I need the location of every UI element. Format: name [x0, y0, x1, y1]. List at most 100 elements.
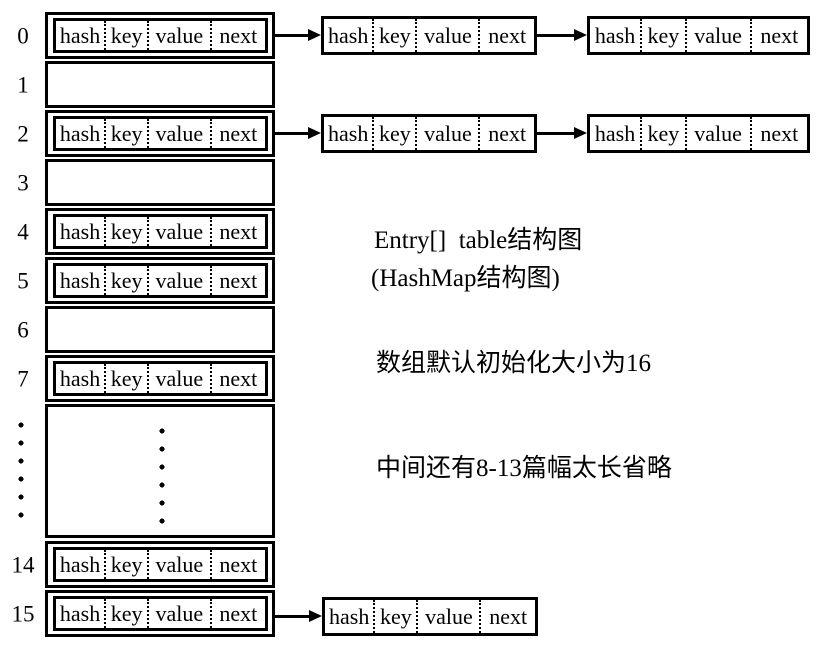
entry-field-label: key	[106, 217, 149, 246]
entry-field-label: key	[374, 117, 418, 150]
entry-field-label: hash	[56, 599, 107, 628]
entry-field-label: next	[219, 267, 258, 293]
array-row-ellipsis	[0, 404, 819, 538]
entry-field-label: key	[374, 19, 418, 52]
entry-field-label: next	[219, 218, 258, 244]
array-index-label: 3	[17, 170, 29, 195]
entry-field-label: next	[219, 22, 258, 48]
entry-field-label: next	[489, 603, 528, 629]
entry-field-label: value	[417, 117, 481, 150]
next-pointer-arrow	[537, 29, 587, 41]
entry-field-label: next	[760, 120, 799, 146]
entry-field-label: hash	[56, 550, 107, 579]
diagram-subtitle: (HashMap结构图)	[371, 265, 560, 292]
diagram-title: Entry[] table结构图	[374, 227, 583, 254]
entry-field-label: hash	[590, 19, 643, 52]
entry-field-label: value	[417, 19, 481, 52]
entry-field-label: next	[219, 120, 258, 146]
entry-field-label: value	[149, 217, 212, 246]
entry-field-label: value	[687, 19, 752, 52]
entry-field-label: value	[149, 21, 212, 50]
array-index-label: 4	[17, 219, 29, 244]
entry-field-label: hash	[56, 266, 107, 295]
entry-field-label: hash	[56, 364, 107, 393]
next-pointer-arrow	[273, 610, 322, 622]
array-index-label: 2	[17, 121, 29, 146]
entry-field-label: hash	[56, 21, 107, 50]
entry-field-label: key	[375, 600, 419, 633]
array-index-label: 7	[17, 366, 29, 391]
next-pointer-arrow	[537, 127, 587, 139]
entry-field-label: hash	[324, 117, 375, 150]
array-index-label: 0	[17, 23, 29, 48]
entry-field-label: next	[760, 22, 799, 48]
entry-field-label: value	[149, 119, 212, 148]
entry-field-label: key	[106, 599, 149, 628]
array-cell-empty	[45, 61, 275, 108]
entry-field-label: next	[219, 365, 258, 391]
entry-field-label: value	[687, 117, 752, 150]
entry-field-label: hash	[325, 600, 376, 633]
array-cell-empty	[45, 159, 275, 206]
entry-field-label: key	[106, 550, 149, 579]
ellipsis-dots-cell	[157, 422, 167, 530]
entry-field-label: hash	[324, 19, 375, 52]
note-omitted-rows: 中间还有8-13篇幅太长省略	[376, 455, 672, 482]
entry-field-label: next	[219, 551, 258, 577]
entry-field-label: key	[106, 266, 149, 295]
entry-field-label: hash	[56, 217, 107, 246]
note-default-size: 数组默认初始化大小为16	[376, 350, 652, 377]
array-index-label: 5	[17, 268, 29, 293]
array-index-label: 6	[17, 317, 29, 342]
entry-field-label: next	[488, 22, 527, 48]
next-pointer-arrow	[273, 127, 321, 139]
ellipsis-dots-index	[16, 416, 26, 524]
entry-field-label: key	[106, 119, 149, 148]
entry-field-label: value	[149, 599, 212, 628]
entry-field-label: value	[149, 550, 212, 579]
array-index-label: 15	[11, 601, 35, 626]
entry-field-label: key	[642, 19, 687, 52]
entry-field-label: value	[149, 266, 212, 295]
next-pointer-arrow	[273, 29, 321, 41]
array-index-label: 14	[11, 552, 35, 577]
entry-field-label: value	[418, 600, 482, 633]
array-row-3: 3	[0, 159, 819, 206]
entry-field-label: next	[488, 120, 527, 146]
entry-field-label: key	[106, 21, 149, 50]
array-cell-empty	[45, 306, 275, 353]
array-cell-ellipsis	[45, 404, 275, 538]
array-index-label: 1	[17, 72, 29, 97]
entry-field-label: next	[219, 600, 258, 626]
entry-field-label: hash	[590, 117, 643, 150]
entry-field-label: value	[149, 364, 212, 393]
entry-field-label: key	[642, 117, 687, 150]
entry-field-label: key	[106, 364, 149, 393]
array-row-1: 1	[0, 61, 819, 108]
